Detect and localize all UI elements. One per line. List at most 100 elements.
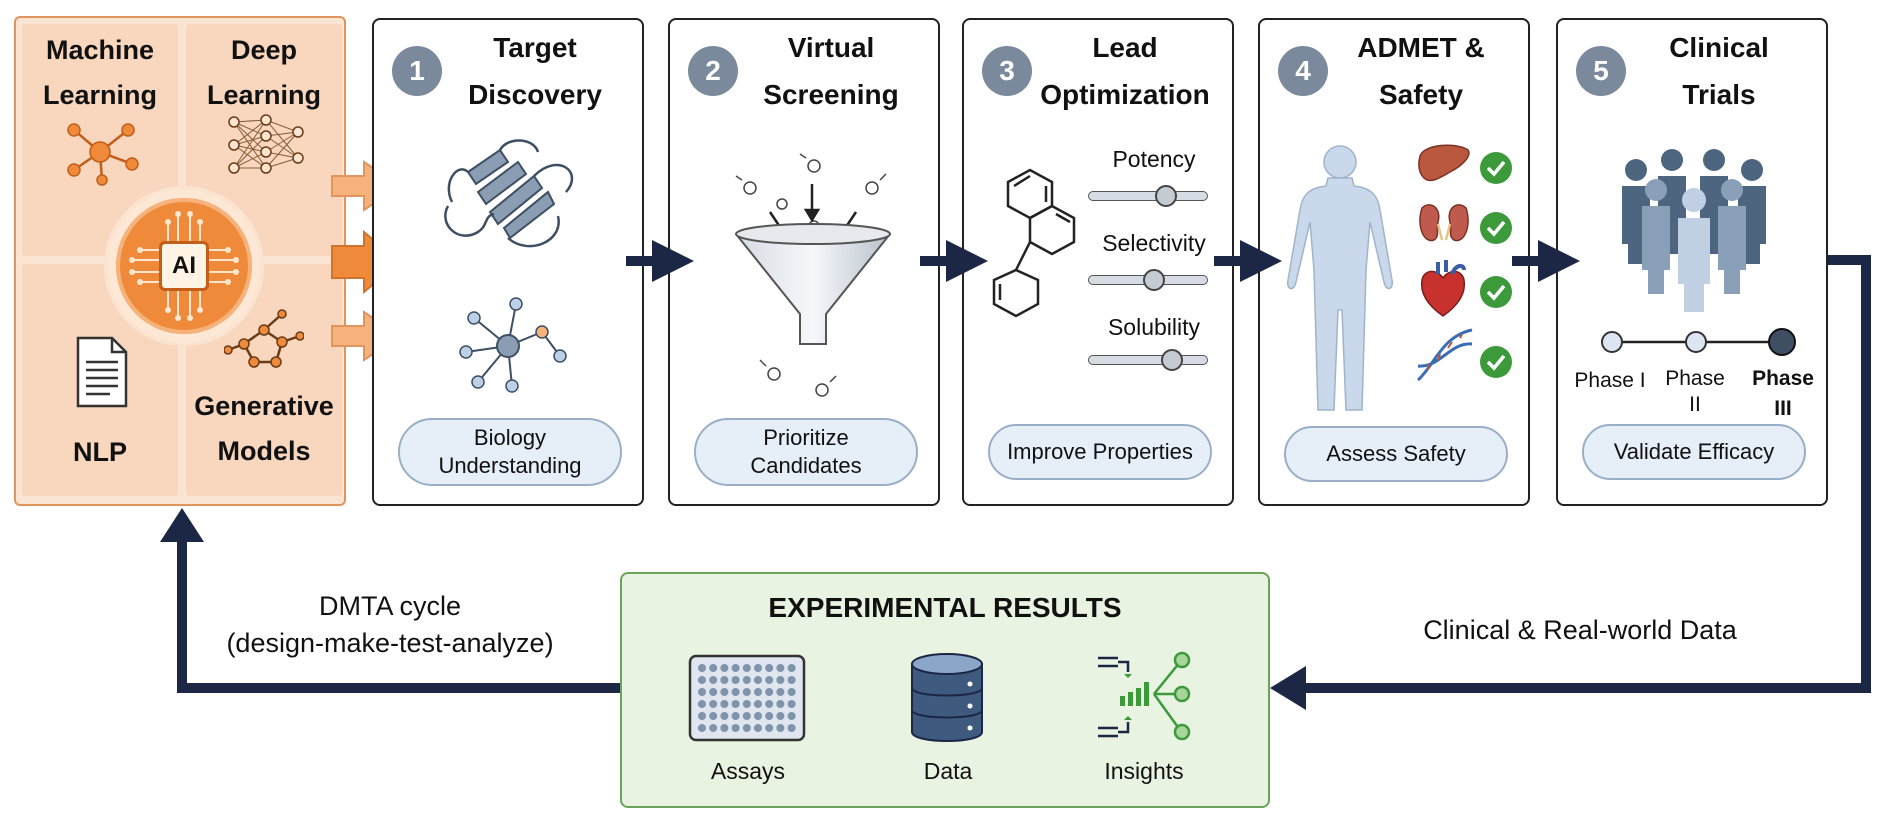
title-line: Discovery — [468, 79, 602, 110]
assay-well — [698, 724, 706, 732]
dna-icon — [1416, 328, 1473, 382]
assay-well — [698, 712, 706, 720]
assay-well — [709, 688, 718, 696]
slider-knob[interactable] — [1143, 269, 1165, 291]
assay-well — [754, 664, 762, 672]
assay-well — [787, 676, 796, 684]
assay-well — [754, 700, 762, 708]
assay-well — [765, 724, 774, 732]
assay-well — [742, 664, 751, 672]
dmta-feedback-arrowhead — [160, 508, 204, 542]
pill-line: Assess Safety — [1326, 441, 1466, 466]
protein-structure-icon — [444, 139, 574, 248]
arrow-2-3-head — [946, 240, 988, 282]
assay-well — [787, 724, 796, 732]
slider-knob[interactable] — [1155, 185, 1177, 207]
quadrant-machine-learning: Machine Learning — [22, 24, 178, 256]
ai-chip-label: AI — [159, 241, 209, 291]
phase-line: III — [1774, 397, 1792, 420]
assay-well — [754, 724, 762, 732]
assay-well — [765, 700, 774, 708]
assay-well — [787, 700, 796, 708]
stage-number: 2 — [688, 46, 738, 96]
arrow-4-5 — [1512, 256, 1540, 266]
arrow-1-2 — [626, 256, 654, 266]
title-line: ADMET & — [1357, 32, 1485, 63]
title-line: Target — [493, 32, 577, 63]
assay-well — [765, 712, 774, 720]
biology-understanding-pill: Biology Understanding — [398, 418, 622, 486]
check-icon-heart — [1480, 276, 1512, 308]
title-line: Lead — [1092, 32, 1158, 63]
phase-1-dot — [1601, 331, 1623, 353]
slider-track — [1088, 191, 1208, 201]
phase-label-1: Phase I — [1560, 368, 1660, 394]
experimental-results-box: EXPERIMENTAL RESULTS — [620, 572, 1270, 808]
dmta-cycle-label: DMTA cycle (design-make-test-analyze) — [200, 588, 580, 662]
slider-knob[interactable] — [1161, 349, 1183, 371]
stage-number: 1 — [392, 46, 442, 96]
assay-well — [698, 676, 706, 684]
improve-properties-pill: Improve Properties — [988, 424, 1212, 480]
title-line: Safety — [1378, 79, 1464, 110]
phase-line: Phase I — [1574, 369, 1646, 392]
assay-well — [765, 676, 774, 684]
assay-well — [709, 712, 718, 720]
ai-panel: Machine Learning Deep Learning — [14, 16, 346, 506]
assay-well — [709, 724, 718, 732]
slider-label-selectivity: Selectivity — [1102, 230, 1206, 256]
assay-well — [787, 712, 796, 720]
title-line: Optimization — [1040, 79, 1210, 110]
database-icon — [911, 653, 983, 742]
assay-well — [731, 664, 740, 672]
label-line: Generative — [194, 391, 334, 421]
phase-timeline — [1601, 328, 1796, 356]
clinical-data-label: Clinical & Real-world Data — [1423, 615, 1737, 645]
assay-well — [776, 700, 785, 708]
stage-title: Target Discovery — [434, 24, 636, 118]
arrow-1-2-head — [652, 240, 694, 282]
assay-well — [776, 676, 785, 684]
slider-label-solubility: Solubility — [1107, 314, 1201, 340]
title-line: Screening — [763, 79, 899, 110]
stage-number: 3 — [982, 46, 1032, 96]
slider-track — [1088, 355, 1208, 365]
assay-well — [720, 712, 729, 720]
circuit-lines-icon — [129, 211, 239, 321]
quadrant-label: Machine Learning — [22, 28, 178, 118]
assay-well — [720, 688, 729, 696]
experimental-title: EXPERIMENTAL RESULTS — [768, 592, 1122, 623]
network-icon — [67, 123, 139, 186]
stage-title: Virtual Screening — [730, 24, 932, 118]
assay-well — [698, 664, 706, 672]
phase-line: Phase — [1665, 367, 1725, 390]
clinical-feedback-line — [1300, 255, 1871, 693]
phase-label-2: Phase II — [1650, 366, 1740, 418]
pill-line: Candidates — [750, 453, 862, 478]
assay-well — [709, 664, 718, 672]
prioritize-candidates-pill: Prioritize Candidates — [694, 418, 918, 486]
assay-well — [720, 700, 729, 708]
stage-target-discovery: 1 Target Discovery Biology Understanding — [372, 18, 644, 506]
patients-group-icon — [1622, 149, 1766, 312]
screening-funnel-icon — [734, 153, 892, 397]
slider-label-potency: Potency — [1112, 146, 1196, 172]
pill-line: Prioritize — [763, 425, 849, 450]
title-line: Trials — [1682, 79, 1756, 110]
assay-well — [754, 688, 762, 696]
dmta-feedback-line — [177, 538, 620, 693]
ai-circle: AI — [116, 198, 252, 334]
stage-title: ADMET & Safety — [1320, 24, 1522, 118]
label-line: Deep — [230, 35, 298, 65]
interaction-network-icon — [459, 297, 567, 393]
human-body-icon — [1286, 145, 1394, 411]
assay-well — [776, 664, 785, 672]
pill-line: Understanding — [438, 453, 582, 478]
assay-well — [731, 700, 740, 708]
pill-line: Validate Efficacy — [1613, 439, 1775, 464]
label-line: Learning — [42, 80, 157, 110]
label-line: Models — [217, 436, 311, 466]
stage-lead-optimization: 3 Lead Optimization Potency Selectivity … — [962, 18, 1234, 506]
assay-well — [720, 664, 729, 672]
assay-well — [698, 688, 706, 696]
